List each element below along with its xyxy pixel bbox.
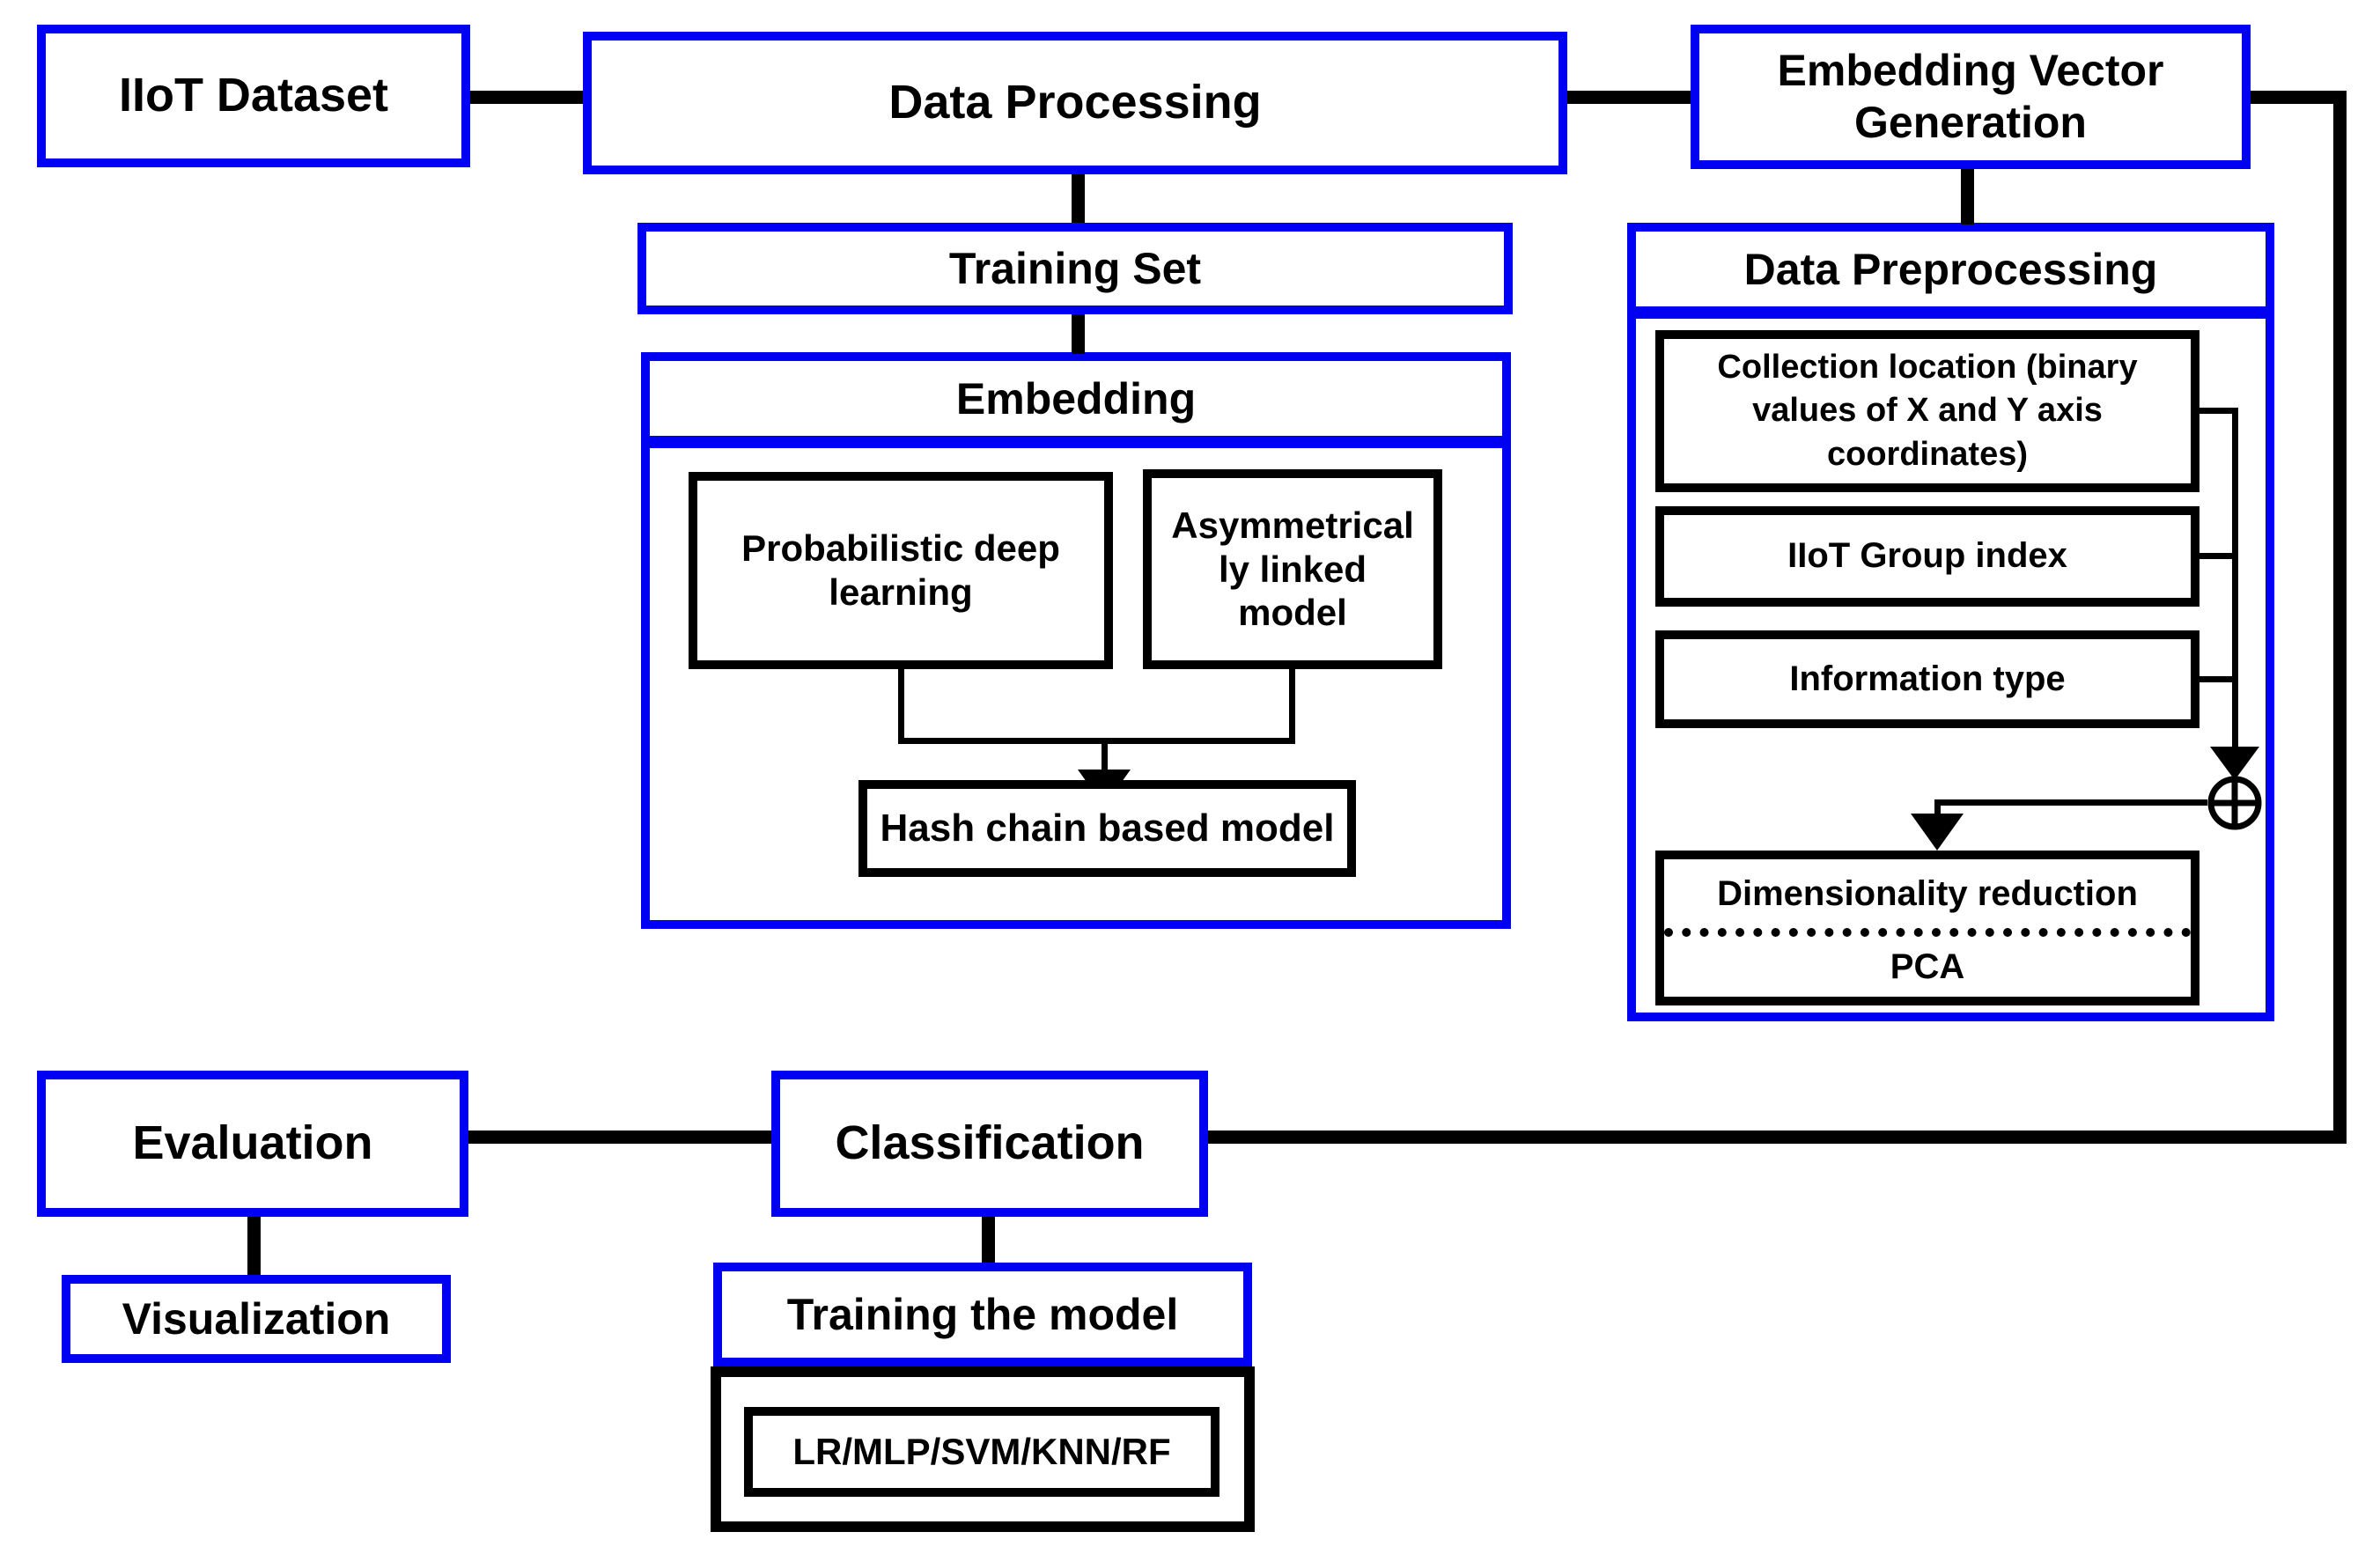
connector-evaluation-to-classification xyxy=(467,1131,773,1144)
node-information-type: Information type xyxy=(1655,630,2199,728)
node-hash-chain-based-model: Hash chain based model xyxy=(858,780,1356,877)
node-iiot-dataset: IIoT Dataset xyxy=(37,25,470,167)
connector-informationtype-stub xyxy=(2199,676,2238,682)
node-dimensionality-reduction: Dimensionality reduction xyxy=(1664,859,2191,937)
embedding-container-title: Embedding xyxy=(955,373,1197,423)
node-model-list: LR/MLP/SVM/KNN/RF xyxy=(744,1407,1219,1497)
node-embedding-vector-generation: Embedding Vector Generation xyxy=(1691,25,2251,169)
xor-icon xyxy=(2207,776,2262,830)
node-data-processing: Data Processing xyxy=(583,32,1567,174)
connector-merge-to-hashchain xyxy=(1102,738,1108,780)
connector-iiot-to-dataprocessing xyxy=(467,91,586,104)
connector-evg-to-datapreprocessing xyxy=(1961,168,1974,225)
data-preprocessing-container-title: Data Preprocessing xyxy=(1743,244,2158,294)
node-evaluation: Evaluation xyxy=(37,1071,468,1217)
connector-collection-stub xyxy=(2199,408,2238,414)
connector-dataprocessing-to-evg xyxy=(1566,91,1694,104)
connector-classification-right-segment xyxy=(1206,1131,2347,1144)
connector-feeder-vertical xyxy=(2232,408,2238,751)
connector-probabilistic-down xyxy=(898,667,904,743)
node-pca: PCA xyxy=(1890,946,1965,986)
node-visualization: Visualization xyxy=(62,1275,451,1363)
connector-merge-horizontal xyxy=(898,738,1295,744)
arrowhead-into-dimreduction xyxy=(1911,814,1964,851)
node-probabilistic-deep-learning: Probabilistic deep learning xyxy=(689,472,1113,669)
connector-right-vertical-segment xyxy=(2333,91,2347,1144)
connector-xor-to-left xyxy=(1934,799,2207,806)
connector-asymmetrical-down xyxy=(1289,667,1295,743)
node-iiot-group-index: IIoT Group index xyxy=(1655,506,2199,607)
node-classification: Classification xyxy=(771,1071,1208,1217)
node-training-set: Training Set xyxy=(637,223,1513,314)
connector-evg-right-segment xyxy=(2249,91,2347,104)
node-training-the-model: Training the model xyxy=(713,1263,1252,1366)
data-preprocessing-container-divider xyxy=(1627,306,2274,319)
connector-dataprocessing-to-trainingset xyxy=(1072,173,1085,225)
connector-classification-to-trainingmodel xyxy=(982,1215,995,1266)
node-dimensionality-reduction-pca: Dimensionality reduction PCA xyxy=(1655,851,2199,1005)
embedding-container-divider xyxy=(641,436,1511,448)
node-collection-location: Collection location (binary values of X … xyxy=(1655,330,2199,492)
arrowhead-into-xor xyxy=(2210,747,2259,780)
connector-trainingset-to-embedding xyxy=(1072,313,1085,354)
connector-groupindex-stub xyxy=(2199,553,2238,559)
node-asymmetrically-linked-model: Asymmetrical ly linked model xyxy=(1143,469,1442,669)
connector-evaluation-to-visualization xyxy=(247,1215,261,1277)
